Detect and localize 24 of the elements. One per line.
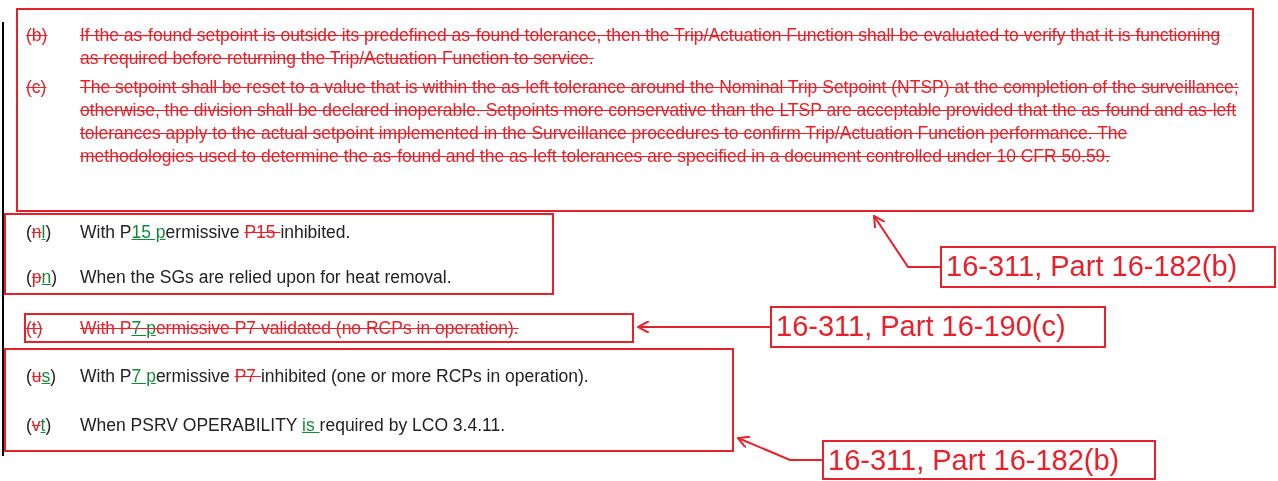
item-marker: (pn) bbox=[26, 266, 58, 289]
arrow bbox=[873, 215, 941, 268]
deleted-text-box bbox=[24, 313, 634, 343]
item-marker: (nl) bbox=[26, 221, 52, 244]
item-marker: (b) bbox=[26, 24, 48, 47]
list-item-text: With P7 permissive P7 inhibited (one or more RCPs in operation). bbox=[80, 365, 590, 388]
revision-box bbox=[4, 348, 734, 452]
arrow bbox=[737, 435, 823, 461]
deleted-text-box bbox=[16, 8, 1254, 212]
callout-label: 16-311, Part 16-182(b) bbox=[940, 246, 1276, 288]
callout-label: 16-311, Part 16-190(c) bbox=[770, 306, 1106, 348]
item-marker: (us) bbox=[26, 365, 57, 388]
item-marker: (c) bbox=[26, 76, 47, 99]
list-item-text: With P15 permissive P15 inhibited. bbox=[80, 221, 352, 244]
list-item-text: When the SGs are relied upon for heat removal. bbox=[80, 266, 453, 289]
list-item-text: The setpoint shall be reset to a value that is within the as-left tolerance around the Nominal Trip Setpoint (NTSP) at the completion of the surveillance; otherwise, the division shall be declared inoperable. Setpoints more conservative than the LTSP are acceptable provided that the as-found and as-left tolerances apply to the actual setpoint implemented in the Surveillance procedures to confirm Trip/Actuation Function performance. The methodologies used to determine the as-found and the as-left tolerances are specified in a document controlled under 10 CFR 50.59. bbox=[80, 76, 1240, 168]
item-marker: (vt) bbox=[26, 414, 52, 437]
item-marker: (t) bbox=[26, 317, 43, 340]
revision-box bbox=[4, 213, 554, 295]
list-item-text: With P7 permissive P7 validated (no RCPs in operation). bbox=[80, 317, 520, 340]
list-item-text: When PSRV OPERABILITY is required by LCO 3.4.11. bbox=[80, 414, 507, 437]
list-item-text: If the as-found setpoint is outside its predefined as-found tolerance, then the Trip/Actuation Function shall be evaluated to verify that it is functioning as required before returning the Trip/Actuation Function to service. bbox=[80, 24, 1222, 70]
callout-label: 16-311, Part 16-182(b) bbox=[822, 440, 1156, 480]
arrow bbox=[637, 320, 771, 334]
